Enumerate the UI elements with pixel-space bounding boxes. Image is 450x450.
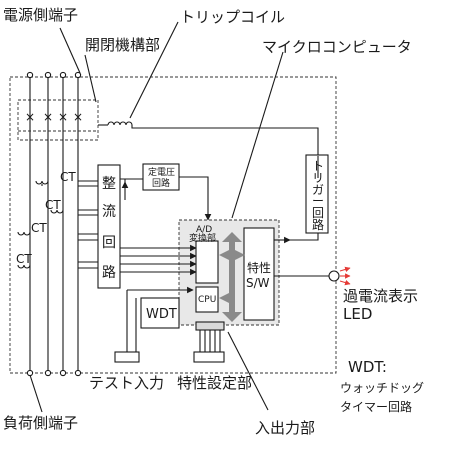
load-side-terminals xyxy=(26,369,82,377)
led-indicator xyxy=(328,270,340,282)
constant-voltage-box xyxy=(142,163,180,191)
rectifier-char-2: 流 xyxy=(102,204,116,220)
svg-text:×: × xyxy=(73,110,83,124)
test-input-connector xyxy=(114,351,140,363)
characteristic-sw-box xyxy=(243,227,275,321)
ad-label-line2: 変換部 xyxy=(189,232,216,244)
breaker-enclosure xyxy=(9,76,337,374)
trip-coil-label: トリップコイル xyxy=(180,8,285,26)
overcurrent-led-line1: 過電流表示 xyxy=(343,287,418,305)
rectifier-char-3: 回 xyxy=(102,235,116,251)
svg-text:×: × xyxy=(25,110,35,124)
trigger-char-4: ー xyxy=(312,194,324,208)
ct-label-3: CT xyxy=(31,221,47,235)
wdt-box xyxy=(140,297,180,329)
io-section-label: 入出力部 xyxy=(255,419,315,437)
switch-mechanism-label: 開閉機構部 xyxy=(85,36,160,54)
ad-converter-box xyxy=(195,240,219,284)
char-setting-label: 特性設定部 xyxy=(177,374,252,392)
wdt-label: WDT xyxy=(146,307,177,322)
trigger-char-1: ト xyxy=(312,159,324,173)
cpu-label: CPU xyxy=(198,295,216,305)
rectifier-to-ad-arrows xyxy=(120,244,197,276)
load-side-terminal-label: 負荷側端子 xyxy=(3,414,78,432)
char-sw-line2: S/W xyxy=(246,276,270,290)
const-voltage-line2: 回路 xyxy=(152,177,170,189)
power-side-terminals xyxy=(26,71,82,79)
io-section-block xyxy=(195,321,225,331)
overcurrent-led-line2: LED xyxy=(343,305,372,323)
wdt-note-line3: タイマー回路 xyxy=(340,399,412,414)
cpu-box xyxy=(195,286,219,313)
characteristic-setting-connector xyxy=(193,321,225,363)
const-voltage-line1: 定電圧 xyxy=(148,166,175,178)
power-side-terminal-label: 電源側端子 xyxy=(3,6,78,24)
char-sw-line1: 特性 xyxy=(247,260,271,275)
main-phase-lines xyxy=(29,75,79,372)
rectifier-char-1: 整 xyxy=(102,176,116,192)
trigger-char-5: 回 xyxy=(312,206,324,220)
ct-label-1: CT xyxy=(60,170,76,184)
svg-text:×: × xyxy=(43,110,53,124)
rectifier-char-4: 路 xyxy=(102,265,116,281)
svg-text:×: × xyxy=(58,110,68,124)
ad-label-line1: A/D xyxy=(196,225,212,235)
switch-contacts: × × × × xyxy=(18,110,98,132)
rectifier-box xyxy=(97,164,121,289)
trigger-char-3: ガ xyxy=(312,183,324,197)
ct-label-4: CT xyxy=(16,252,32,266)
switch-mechanism-box xyxy=(17,99,99,141)
trigger-circuit-box xyxy=(305,154,329,234)
trip-coil-symbol xyxy=(98,121,319,178)
ct-to-rectifier-lines xyxy=(78,180,98,269)
microcomputer-label: マイクロコンピュータ xyxy=(262,38,412,56)
internal-bus xyxy=(219,232,245,322)
test-input-label: テスト入力 xyxy=(89,374,164,392)
ct-label-2: CT xyxy=(45,198,61,212)
trigger-char-2: リ xyxy=(312,171,324,185)
wdt-note-line1: WDT: xyxy=(348,358,387,376)
leader-lines xyxy=(29,21,284,413)
ct-coils xyxy=(17,180,64,269)
trigger-char-6: 路 xyxy=(312,217,324,232)
wdt-note-line2: ウォッチドッグ xyxy=(340,381,424,395)
